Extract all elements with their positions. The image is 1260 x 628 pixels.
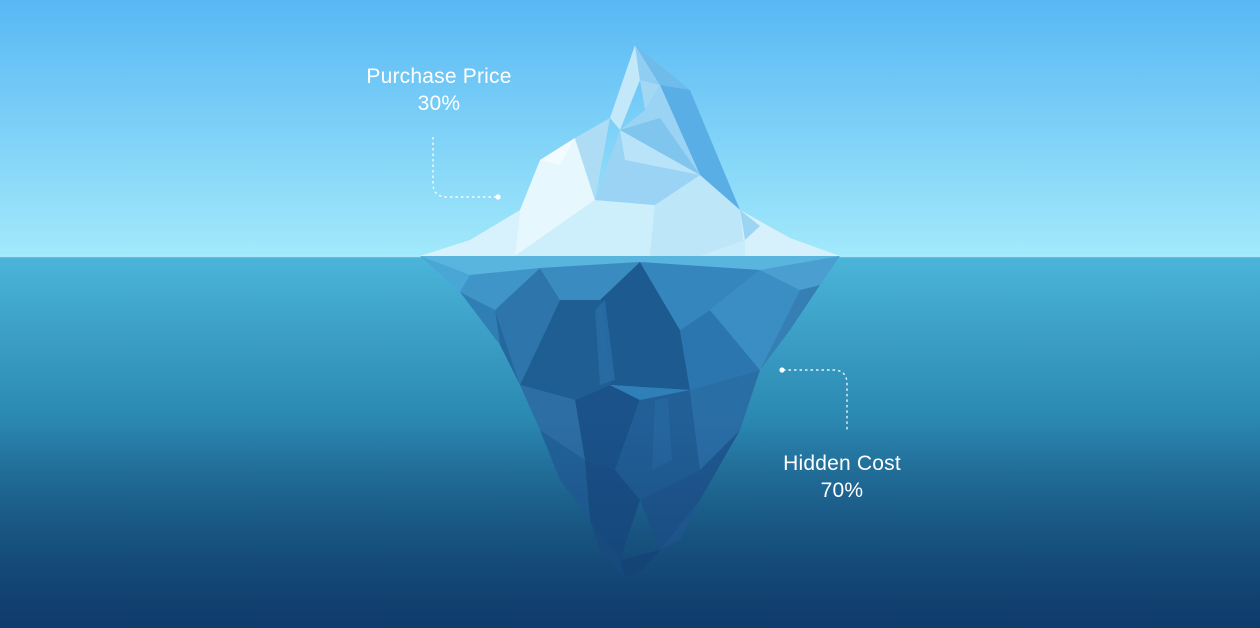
hidden-cost-label: Hidden Cost 70% xyxy=(742,450,942,504)
depth-fade xyxy=(0,420,1260,628)
callout-connector-top xyxy=(432,137,497,198)
iceberg-tip xyxy=(420,45,840,256)
purchase-price-title: Purchase Price xyxy=(366,65,512,88)
hidden-cost-title: Hidden Cost xyxy=(783,452,901,475)
purchase-price-value: 30% xyxy=(417,92,461,115)
purchase-price-label: Purchase Price 30% xyxy=(339,63,539,117)
callout-dot-bottom xyxy=(779,367,785,373)
hidden-cost-value: 70% xyxy=(820,479,864,502)
callout-dot-top xyxy=(495,194,501,200)
callout-connector-bottom xyxy=(783,369,848,432)
